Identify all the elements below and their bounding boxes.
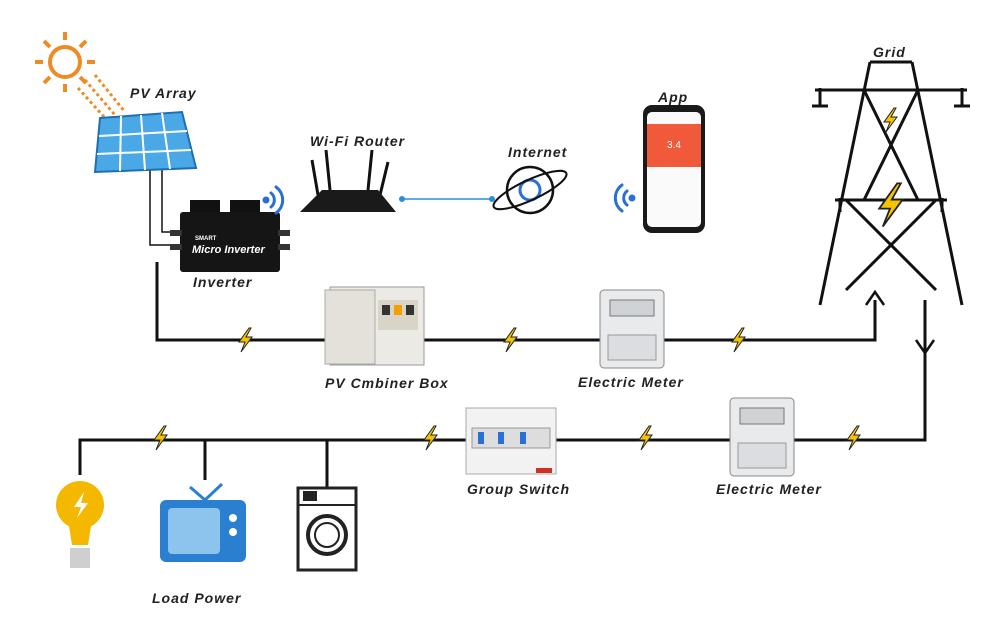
pv-array-label: PV Array <box>130 85 197 101</box>
group-switch-label: Group Switch <box>467 481 570 497</box>
lightning-icon <box>238 327 253 353</box>
light-bulb-icon <box>56 481 104 568</box>
app-label: App <box>657 89 688 105</box>
smartphone-app-icon: 3.4 <box>643 105 705 233</box>
pv-panel-icon <box>93 110 198 174</box>
electric-meter-icon <box>599 289 665 369</box>
internet-label: Internet <box>508 144 568 160</box>
wifi-signal-icon <box>613 183 636 213</box>
group-switch-icon <box>465 407 557 475</box>
combiner-box-icon <box>324 286 425 366</box>
internet-globe-icon <box>492 165 568 215</box>
micro-inverter-icon: SMART Micro Inverter <box>170 200 290 272</box>
inverter-label: Inverter <box>193 274 253 290</box>
inverter-brand-text: SMART <box>195 236 217 242</box>
lightning-icon <box>878 182 904 228</box>
lightning-icon <box>423 425 438 451</box>
television-icon <box>160 482 246 562</box>
sun-icon <box>35 32 127 120</box>
lightning-icon <box>883 107 898 133</box>
electric-meter-top-label: Electric Meter <box>578 374 684 390</box>
lightning-icon <box>846 425 861 451</box>
lightning-icon <box>638 425 653 451</box>
lightning-icon <box>503 327 518 353</box>
grid-tower-icon <box>812 60 970 306</box>
network-link <box>399 196 495 202</box>
wifi-signal-icon <box>262 185 285 215</box>
inverter-model-text: Micro Inverter <box>192 244 265 256</box>
lightning-icon <box>153 425 168 451</box>
electric-meter-icon <box>729 397 795 477</box>
washing-machine-icon <box>296 486 358 572</box>
electric-meter-bottom-label: Electric Meter <box>716 481 822 497</box>
load-power-label: Load Power <box>152 590 242 606</box>
wifi-router-icon <box>300 149 396 212</box>
lightning-icon <box>731 327 746 353</box>
app-reading: 3.4 <box>667 140 681 151</box>
wifi-router-label: Wi-Fi Router <box>310 133 406 149</box>
combiner-box-label: PV Cmbiner Box <box>325 375 449 391</box>
grid-label: Grid <box>873 44 906 60</box>
